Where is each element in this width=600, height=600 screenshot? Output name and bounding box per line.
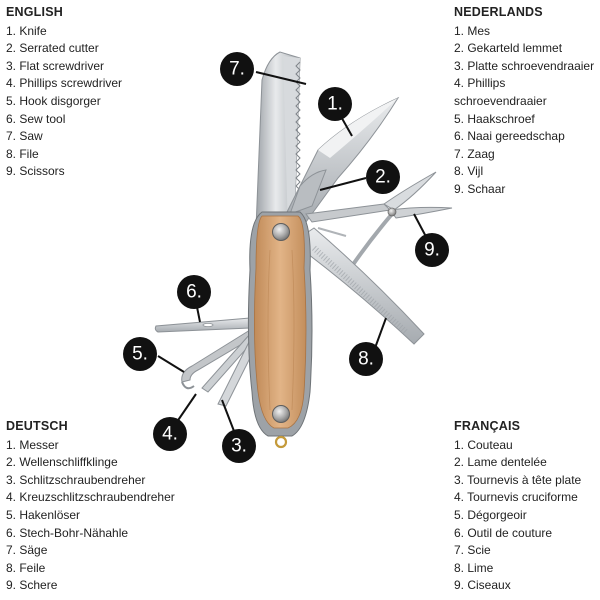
legend-item: 5. Hakenlöser bbox=[6, 507, 81, 522]
callout-label: 2. bbox=[375, 167, 391, 188]
legend-french: FRANÇAIS 1. Couteau 2. Lame dentelée 3. … bbox=[454, 418, 581, 595]
legend-item: 9. Ciseaux bbox=[454, 578, 511, 593]
callout-label: 7. bbox=[229, 59, 245, 80]
legend-title: DEUTSCH bbox=[6, 419, 68, 433]
legend-item: 5. Hook disgorger bbox=[6, 93, 101, 108]
legend-item: 8. Feile bbox=[6, 560, 46, 575]
legend-english: ENGLISH 1. Knife 2. Serrated cutter 3. F… bbox=[6, 4, 122, 181]
callout-label: 9. bbox=[424, 240, 440, 261]
legend-item: 3. Tournevis à tête plate bbox=[454, 472, 582, 487]
legend-title: NEDERLANDS bbox=[454, 5, 543, 19]
callout-9: 9. bbox=[415, 233, 449, 267]
legend-item: 8. Lime bbox=[454, 560, 494, 575]
legend-item: 7. Säge bbox=[6, 543, 48, 558]
callout-label: 3. bbox=[231, 436, 247, 457]
callout-label: 1. bbox=[327, 94, 343, 115]
legend-item: 1. Knife bbox=[6, 23, 47, 38]
callout-label: 5. bbox=[132, 344, 148, 365]
legend-item: 4. Phillips screwdriver bbox=[6, 76, 123, 91]
legend-item: 2. Serrated cutter bbox=[6, 41, 99, 56]
legend-list: 1. Couteau 2. Lame dentelée 3. Tournevis… bbox=[454, 437, 581, 595]
wooden-handle bbox=[247, 211, 313, 449]
hook-disgorger bbox=[181, 329, 253, 390]
callout-4: 4. bbox=[153, 417, 187, 451]
legend-item: 1. Mes bbox=[454, 23, 491, 38]
legend-title: FRANÇAIS bbox=[454, 419, 521, 433]
legend-item: 2. Gekarteld lemmet bbox=[454, 41, 563, 56]
legend-item: 3. Schlitzschraubendreher bbox=[6, 472, 146, 487]
legend-item: 4. Kreuzschlitzschraubendreher bbox=[6, 490, 175, 505]
legend-list: 1. Messer 2. Wellenschliffklinge 3. Schl… bbox=[6, 437, 175, 595]
legend-item: 9. Schere bbox=[6, 578, 58, 593]
legend-item: 1. Couteau bbox=[454, 437, 513, 452]
legend-item: 2. Lame dentelée bbox=[454, 455, 547, 470]
legend-item: 8. File bbox=[6, 146, 39, 161]
legend-title: ENGLISH bbox=[6, 5, 63, 19]
callout-8: 8. bbox=[349, 342, 383, 376]
callout-5: 5. bbox=[123, 337, 157, 371]
legend-item: 2. Wellenschliffklinge bbox=[6, 455, 118, 470]
legend-item: 6. Outil de couture bbox=[454, 525, 553, 540]
serrated-cutter bbox=[289, 169, 327, 215]
legend-item: 7. Zaag bbox=[454, 146, 495, 161]
legend-item: 5. Haakschroef bbox=[454, 111, 535, 126]
callout-3: 3. bbox=[222, 429, 256, 463]
legend-item: 4. Tournevis cruciforme bbox=[454, 490, 578, 505]
file-tool bbox=[299, 227, 425, 345]
legend-german: DEUTSCH 1. Messer 2. Wellenschliffklinge… bbox=[6, 418, 175, 595]
callout-label: 4. bbox=[162, 424, 178, 445]
callout-label: 6. bbox=[186, 282, 202, 303]
legend-item: 1. Messer bbox=[6, 437, 59, 452]
saw-blade bbox=[255, 51, 301, 233]
legend-item: 6. Naai gereedschap bbox=[454, 129, 565, 144]
legend-item: 4. Phillips schroevendraaier bbox=[454, 76, 547, 108]
legend-item: 6. Sew tool bbox=[6, 111, 66, 126]
legend-item: 7. Saw bbox=[6, 129, 43, 144]
callout-6: 6. bbox=[177, 275, 211, 309]
legend-item: 3. Platte schroevendraaier bbox=[454, 58, 595, 73]
legend-item: 3. Flat screwdriver bbox=[6, 58, 105, 73]
callout-1: 1. bbox=[318, 87, 352, 121]
scissors bbox=[305, 171, 453, 268]
legend-item: 6. Stech-Bohr-Nähahle bbox=[6, 525, 129, 540]
legend-dutch: NEDERLANDS 1. Mes 2. Gekarteld lemmet 3.… bbox=[454, 4, 600, 199]
legend-item: 9. Scissors bbox=[6, 164, 65, 179]
callout-label: 8. bbox=[358, 349, 374, 370]
legend-item: 5. Dégorgeoir bbox=[454, 507, 527, 522]
legend-item: 7. Scie bbox=[454, 543, 491, 558]
callout-7: 7. bbox=[220, 52, 254, 86]
callout-2: 2. bbox=[366, 160, 400, 194]
sew-tool bbox=[154, 317, 251, 333]
legend-item: 9. Schaar bbox=[454, 181, 506, 196]
legend-item: 8. Vijl bbox=[454, 164, 484, 179]
legend-list: 1. Knife 2. Serrated cutter 3. Flat scre… bbox=[6, 23, 122, 181]
legend-list: 1. Mes 2. Gekarteld lemmet 3. Platte sch… bbox=[454, 23, 600, 199]
